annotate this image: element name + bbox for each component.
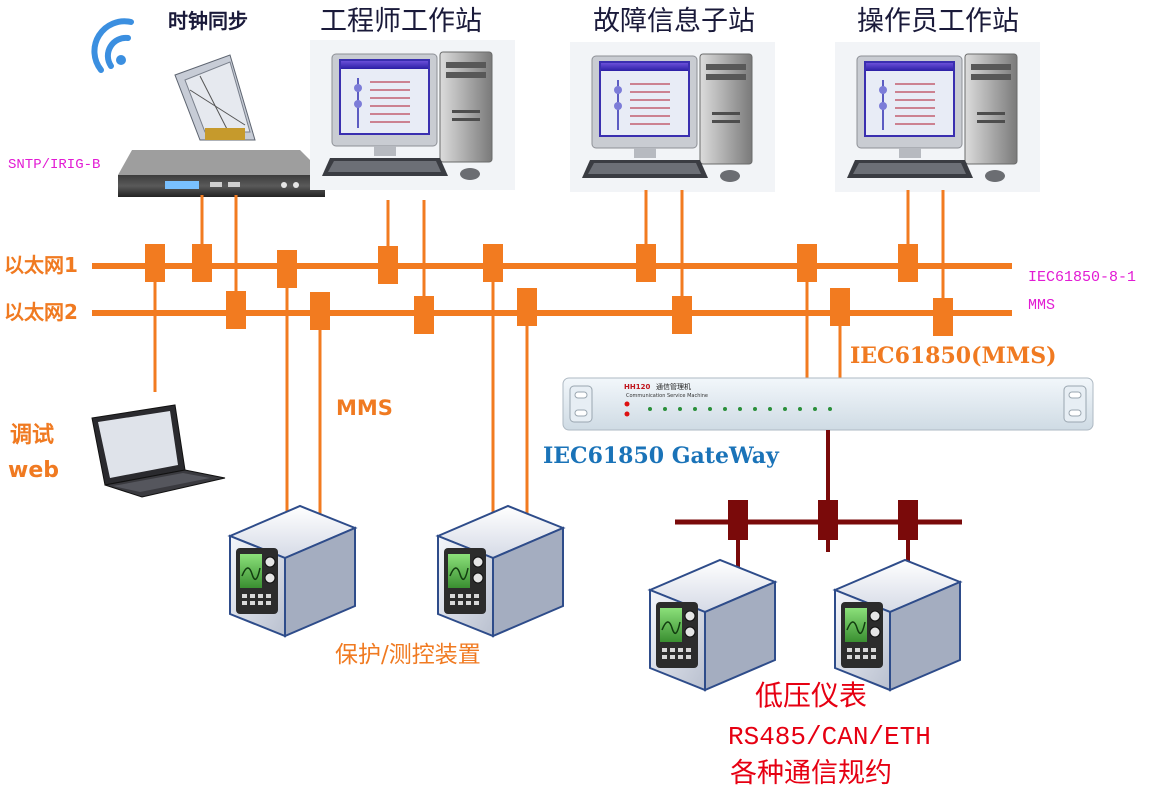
- gateway-label: IEC61850 GateWay: [543, 443, 779, 469]
- fault-substation-title: 故障信息子站: [593, 6, 755, 37]
- ethernet-2-connectors: [226, 288, 953, 336]
- time-sync-title: 时钟同步: [168, 9, 248, 33]
- low-voltage-title: 低压仪表: [755, 679, 868, 712]
- gateway-model-label: HH120: [624, 383, 650, 391]
- gateway-english-label: Communication Service Machine: [626, 393, 708, 399]
- mms-label: MMS: [336, 396, 393, 420]
- gateway-name-label: 通信管理机: [656, 382, 691, 391]
- time-sync-server: [118, 150, 325, 197]
- ethernet-1-connectors: [145, 244, 918, 288]
- web-label: web: [8, 458, 59, 483]
- low-voltage-protocols: 各种通信规约: [730, 758, 892, 789]
- network-drop-lines: [153, 190, 945, 540]
- operator-workstation: [834, 41, 1041, 193]
- iec61850-8-1-label: IEC61850-8-1: [1028, 269, 1137, 286]
- satellite-dish-icon: [174, 54, 256, 141]
- engineer-station-title: 工程师工作站: [320, 6, 482, 37]
- debug-laptop: [91, 404, 226, 498]
- operator-station-title: 操作员工作站: [857, 6, 1019, 37]
- fault-substation-workstation: [569, 41, 776, 193]
- iec61850-gateway-device: [562, 377, 1094, 431]
- low-voltage-meter-2: [834, 559, 961, 691]
- sntp-irig-label: SNTP/IRIG-B: [8, 157, 101, 173]
- debug-label: 调试: [10, 423, 55, 448]
- protection-device-1: [229, 505, 356, 637]
- protection-device-label: 保护/测控装置: [335, 642, 481, 668]
- iec61850-mms-label: IEC61850(MMS): [850, 343, 1057, 369]
- low-voltage-ports: RS485/CAN/ETH: [728, 722, 931, 752]
- low-voltage-meter-1: [649, 559, 776, 691]
- ethernet-2-label: 以太网2: [4, 300, 78, 324]
- wifi-signal-icon: [91, 18, 134, 73]
- ethernet-1-label: 以太网1: [4, 253, 78, 277]
- engineer-workstation: [309, 39, 516, 191]
- mms-small-label: MMS: [1028, 297, 1056, 314]
- protection-device-2: [437, 505, 564, 637]
